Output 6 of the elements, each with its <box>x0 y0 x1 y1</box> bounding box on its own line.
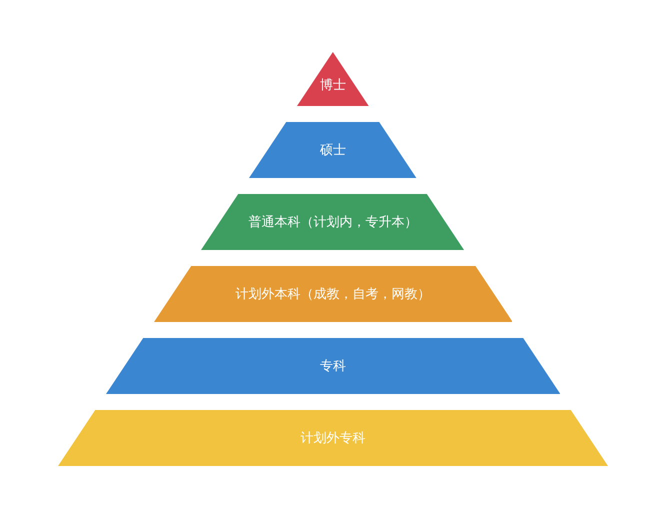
level-label: 硕士 <box>320 142 346 159</box>
level-label: 计划外本科（成教，自考，网教） <box>235 286 430 303</box>
level-label: 普通本科（计划内，专升本） <box>248 214 418 231</box>
level-label: 计划外专科 <box>300 430 366 447</box>
level-label: 专科 <box>320 358 346 375</box>
level-label: 博士 <box>320 77 346 94</box>
